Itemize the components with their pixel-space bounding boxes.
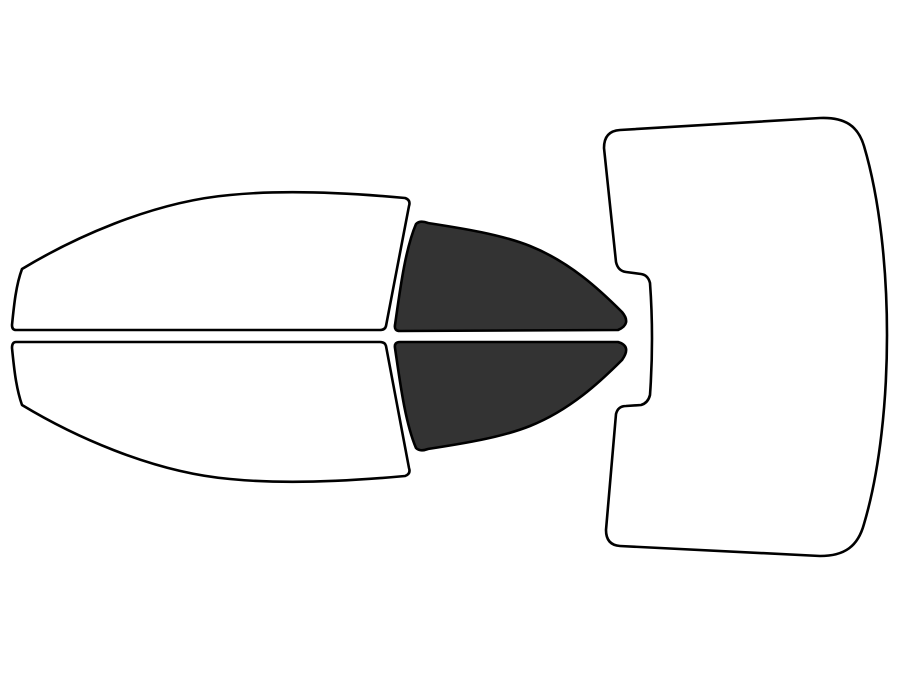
rear-door-window-upper — [393, 220, 628, 333]
front-door-window-lower — [10, 340, 411, 484]
rear-door-window-lower — [393, 340, 628, 452]
rear-windshield — [602, 116, 889, 558]
front-door-window-upper — [10, 190, 411, 332]
